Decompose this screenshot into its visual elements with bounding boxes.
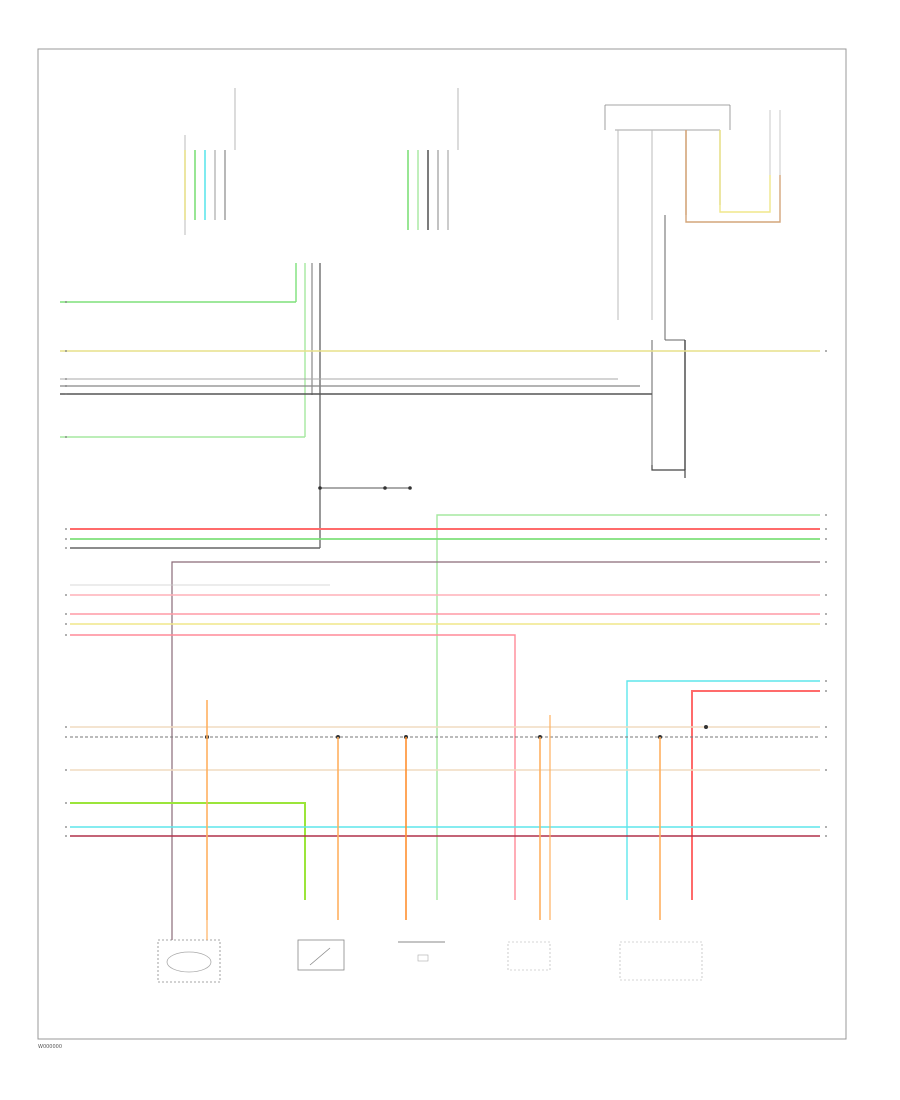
center-junction bbox=[318, 486, 412, 490]
figure-code: W000000 bbox=[38, 1044, 63, 1050]
component-sensor-3 bbox=[398, 941, 445, 962]
wire-pink-down bbox=[70, 634, 516, 900]
wire-gray-dark-long bbox=[171, 561, 820, 900]
component-sensor-1 bbox=[157, 900, 221, 983]
top-right-relay bbox=[604, 104, 781, 478]
top-center-sensor bbox=[407, 88, 459, 230]
component-sensor-2 bbox=[297, 939, 345, 971]
left-terminals bbox=[65, 301, 67, 837]
component-sensor-5 bbox=[619, 941, 703, 981]
right-terminals bbox=[825, 350, 827, 837]
top-left-sensor bbox=[184, 88, 236, 235]
wire-cyan-feed bbox=[626, 680, 820, 900]
wire-lime bbox=[70, 802, 306, 900]
wire-red-feed bbox=[691, 690, 820, 900]
wire-lightgreen-long bbox=[436, 514, 820, 900]
diagram-border bbox=[37, 48, 847, 1040]
component-sensor-4 bbox=[507, 941, 551, 971]
